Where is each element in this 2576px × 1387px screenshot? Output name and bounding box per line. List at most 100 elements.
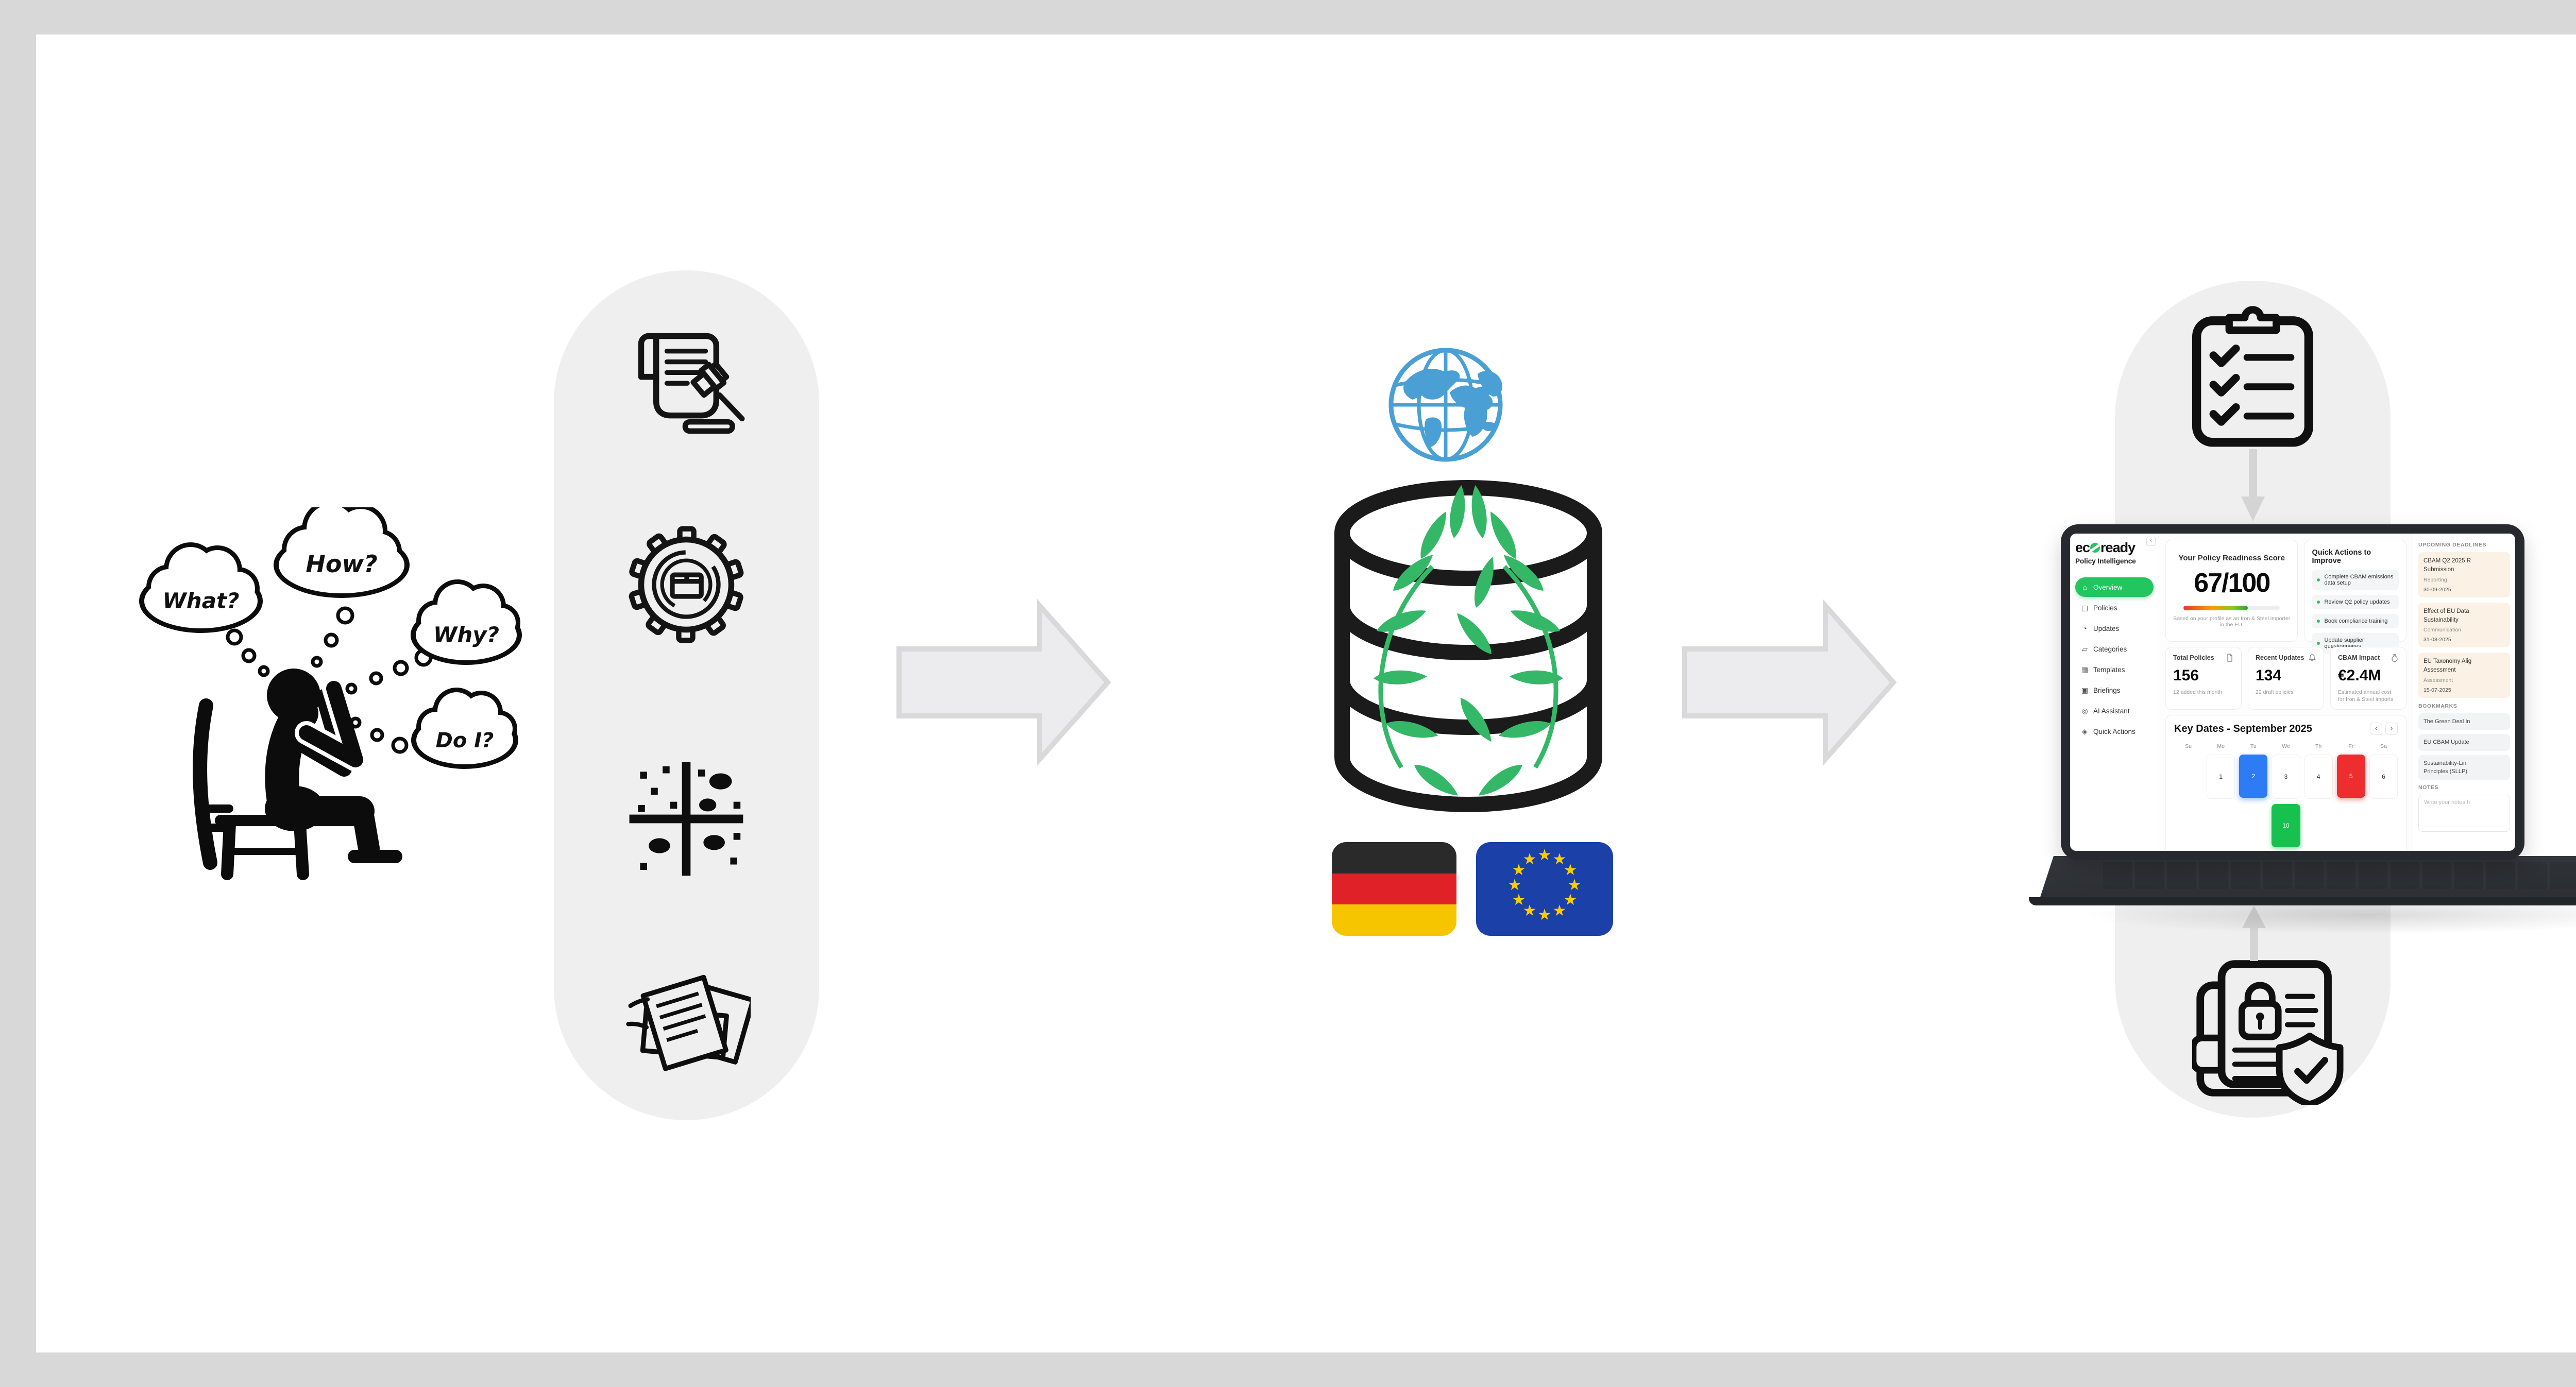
dashboard-main: Your Policy Readiness Score 67/100 Based… [2159,534,2413,851]
deadline-date: 15-07-2025 [2424,687,2451,693]
calendar-cell[interactable]: 6 [2369,755,2398,799]
svg-text:★: ★ [1508,876,1522,894]
calendar-cell [2369,804,2398,848]
stat-card-total-policies: Total Policies 156 12 added this month [2165,647,2242,710]
calendar-prev-button[interactable]: ‹ [2370,723,2382,735]
green-dot-icon [2317,578,2320,581]
calendar-cell [2207,804,2235,848]
svg-text:★: ★ [1553,902,1567,920]
bell-icon [2080,624,2089,632]
green-dot-icon [2317,642,2320,645]
stat-card-recent-updates: Recent Updates 134 22 draft policies [2248,647,2324,710]
notes-input[interactable] [2418,794,2510,832]
quick-action-item[interactable]: Review Q2 policy updates [2312,595,2399,609]
svg-text:★: ★ [1512,861,1526,879]
bubble-how: How? [306,550,377,578]
stat-title: Total Policies [2173,654,2214,661]
arrow-up-icon [2242,905,2266,961]
calendar-cell-highlight-red[interactable]: 5 [2336,755,2365,798]
stat-value: 156 [2173,667,2199,684]
calendar-next-button[interactable]: › [2385,723,2398,735]
stat-value: €2.4M [2338,667,2381,684]
sidebar-item-updates[interactable]: Updates [2075,619,2154,638]
dashboard-right-rail: UPCOMING DEADLINES CBAM Q2 2025 R Submis… [2413,534,2515,851]
deadline-title: EU Taxonomy Alig [2424,658,2472,664]
bookmarks-header: BOOKMARKS [2418,703,2458,709]
quick-action-item[interactable]: Complete CBAM emissions data setup [2312,570,2399,590]
quick-action-item[interactable]: Update supplier questionnaires [2312,633,2399,654]
sidebar-item-label: AI Assistant [2093,707,2130,715]
sidebar-item-categories[interactable]: Categories [2075,639,2154,659]
sidebar-item-label: Quick Actions [2093,727,2136,735]
calendar-cell[interactable]: 1 [2207,755,2235,799]
calendar-cell [2239,804,2268,848]
bell-icon [2309,654,2316,661]
svg-text:★: ★ [1568,876,1582,894]
flow-arrow-1 [896,598,1111,766]
laptop-base-lip [2029,897,2576,905]
bubble-why: Why? [433,622,499,647]
svg-text:★: ★ [1523,902,1537,920]
papers-pile-icon [626,974,751,1071]
green-dot-icon [2317,601,2320,604]
logo-suffix: ready [2100,540,2136,555]
deadline-title: CBAM Q2 2025 R [2424,558,2471,564]
bolt-icon [2080,727,2089,736]
sidebar-item-policies[interactable]: Policies [2075,598,2154,618]
quick-action-item[interactable]: Book compliance training [2312,614,2399,628]
calendar-cell[interactable]: 4 [2304,755,2333,799]
document-icon [2080,604,2089,612]
quick-actions-card: Quick Actions to Improve Complete CBAM e… [2304,540,2406,654]
svg-text:★: ★ [1512,891,1526,909]
sidebar-item-label: Templates [2093,665,2125,674]
deadline-title: Sustainability [2424,617,2459,623]
sidebar-item-overview[interactable]: Overview [2075,577,2154,597]
calendar-cell [2304,804,2333,848]
calendar-cell [2174,804,2203,848]
flow-arrow-2 [1682,598,1897,766]
compliance-checklist-clipboard-icon [2192,306,2313,447]
world-globe-icon [1388,348,1503,462]
bookmark-item[interactable]: The Green Deal In [2418,713,2510,730]
sidebar-item-briefings[interactable]: Briefings [2075,680,2154,700]
sidebar-item-templates[interactable]: Templates [2075,660,2154,679]
sidebar-item-label: Overview [2093,583,2123,591]
stat-value: 134 [2256,667,2282,684]
calendar-cell[interactable]: 3 [2272,755,2300,799]
sidebar-item-quick-actions[interactable]: Quick Actions [2075,722,2154,741]
score-caption: Based on your profile as an Iron & Steel… [2173,615,2291,628]
calendar-cell [2336,804,2365,848]
bubble-do-i: Do I? [436,729,494,752]
deadline-title: Effect of EU Data [2424,608,2469,614]
document-icon [2227,654,2232,662]
svg-text:★: ★ [1538,846,1552,864]
sidebar-collapse-button[interactable]: ‹ [2146,537,2156,546]
legislation-scroll-gavel-icon [638,333,745,434]
sidebar-nav: Overview Policies Updates Categories Tem… [2075,577,2154,741]
calendar-title: Key Dates - September 2025 [2174,723,2312,734]
sidebar-item-ai-assistant[interactable]: AI Assistant [2075,701,2154,721]
bookmark-item[interactable]: Sustainability-Lin Principles (SLLP) [2418,755,2510,780]
bot-icon [2080,707,2089,715]
svg-text:★: ★ [1553,850,1567,868]
quick-actions-title: Quick Actions to Improve [2312,549,2371,565]
bookmark-item[interactable]: EU CBAM Update [2418,734,2510,751]
briefcase-icon [2080,686,2089,695]
deadline-title: Submission [2424,567,2454,573]
layers-icon [2080,665,2089,674]
deadline-item[interactable]: Effect of EU Data Sustainability Communi… [2418,602,2510,647]
calendar-cell-highlight-blue[interactable]: 2 [2239,755,2268,798]
deadline-item[interactable]: CBAM Q2 2025 R Submission Reporting 30-0… [2418,552,2510,597]
calendar-cell-highlight-green[interactable]: 10 [2272,804,2300,848]
quick-action-label: Review Q2 policy updates [2324,599,2390,605]
notes-header: NOTES [2418,784,2439,791]
folder-icon [2080,645,2089,654]
deadline-item[interactable]: EU Taxonomy Alig Assessment Assessment 1… [2418,653,2510,698]
deadline-category: Assessment [2424,677,2453,683]
